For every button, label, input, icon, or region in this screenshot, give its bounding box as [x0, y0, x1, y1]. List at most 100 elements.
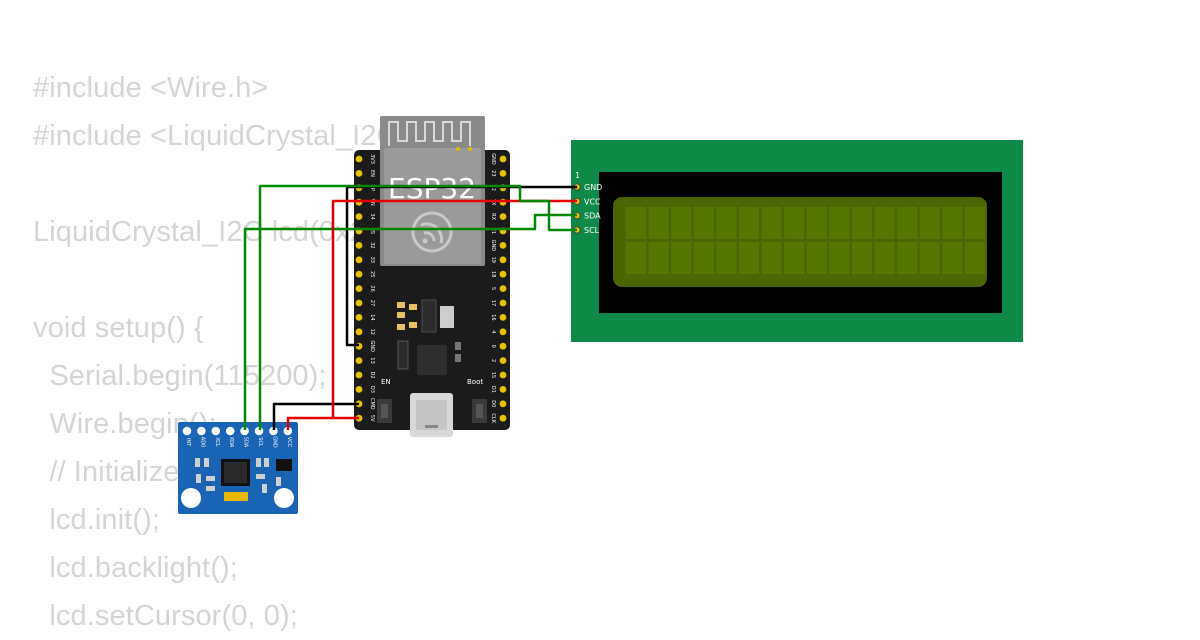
esp32-pin[interactable]	[499, 328, 507, 336]
esp32-pin-label: 17	[490, 300, 496, 306]
mpu-pin[interactable]	[211, 426, 221, 436]
mpu-pin-label: SCL	[257, 437, 263, 447]
mpu-pin[interactable]	[197, 426, 206, 436]
esp32-pin[interactable]	[499, 213, 507, 221]
esp32-pin[interactable]	[499, 270, 507, 278]
code-line: #include <Wire.h>	[33, 72, 269, 104]
esp32-pin[interactable]	[355, 386, 363, 393]
esp32-pin[interactable]	[499, 386, 507, 393]
esp32-pin[interactable]	[355, 371, 363, 379]
esp32-pin[interactable]	[355, 299, 363, 307]
esp32-pin[interactable]	[499, 371, 507, 379]
esp32-pin-label: 13	[369, 357, 375, 363]
esp32-pin[interactable]	[499, 299, 507, 307]
esp32-pin[interactable]	[355, 256, 363, 264]
esp32-pin[interactable]	[499, 342, 507, 350]
esp32-shield-can	[384, 148, 481, 264]
esp32-devkit-board[interactable]: ESP32 EN Boot	[354, 116, 510, 437]
lcd-char-cell	[919, 242, 940, 274]
esp32-pin-label: CLK	[490, 413, 496, 423]
esp32-pin-label: 14	[369, 314, 375, 320]
lcd-char-cell	[942, 242, 963, 274]
esp32-pin[interactable]	[499, 242, 507, 249]
esp32-pin[interactable]	[355, 213, 363, 221]
micro-usb-port[interactable]	[410, 393, 453, 437]
esp32-pin-label: EN	[369, 170, 375, 177]
wire-gnd-mpu-esp	[272, 402, 359, 430]
lcd-char-cell	[852, 242, 872, 274]
esp32-pin-label: 34	[369, 213, 375, 219]
lcd-character-grid	[626, 207, 985, 274]
lcd-pin-label: SCL	[584, 226, 600, 235]
esp32-pin-label: 21	[490, 228, 496, 234]
lcd-pin-label: SDA	[584, 212, 601, 221]
antenna-trace-icon	[388, 121, 471, 146]
esp32-pin[interactable]	[499, 314, 507, 321]
esp32-pin[interactable]	[355, 155, 363, 163]
lcd-char-cell	[739, 207, 759, 239]
esp32-pin[interactable]	[499, 400, 507, 408]
mpu-pin[interactable]	[225, 426, 235, 436]
esp32-pin[interactable]	[355, 170, 363, 177]
lcd-char-cell	[716, 207, 737, 239]
esp32-pin[interactable]	[355, 314, 363, 321]
usb-uart-chip	[417, 345, 447, 375]
lcd-char-cell	[897, 207, 918, 239]
mpu-pin[interactable]	[240, 426, 249, 436]
esp32-pin-label: 32	[369, 242, 375, 248]
lcd-char-cell	[806, 242, 827, 274]
lcd-pin-label: VCC	[584, 197, 601, 206]
esp32-pin[interactable]	[355, 242, 363, 249]
code-line: lcd.backlight();	[33, 552, 238, 584]
esp32-pin-label: GND	[490, 240, 496, 252]
esp32-pin[interactable]	[499, 155, 507, 163]
esp32-pin-label: 27	[369, 300, 375, 306]
esp32-pin-label: 5V	[369, 415, 375, 422]
mpu-mount-hole-left	[181, 488, 201, 508]
esp32-pin[interactable]	[355, 357, 363, 364]
boot-button[interactable]	[472, 399, 487, 423]
esp32-pin-label: 15	[490, 372, 496, 378]
mpu-pin-label: XCL	[214, 437, 220, 447]
esp32-pin-label: 12	[369, 329, 375, 335]
esp32-pin-label: 4	[490, 330, 496, 333]
code-line: lcd.init();	[33, 504, 160, 536]
esp32-chip-label: ESP32	[388, 172, 476, 205]
lcd-char-cell	[648, 242, 669, 274]
mpu-pin[interactable]	[283, 426, 293, 436]
esp32-pin[interactable]	[355, 285, 363, 292]
esp32-pin[interactable]	[499, 285, 507, 292]
esp32-pin[interactable]	[499, 357, 507, 364]
lcd-char-cell	[829, 207, 850, 239]
esp32-pin[interactable]	[355, 270, 363, 278]
en-button[interactable]	[377, 399, 392, 423]
lcd-char-cell	[874, 242, 895, 274]
esp32-pin-label: VN	[369, 199, 375, 206]
esp32-pin-label: D1	[490, 386, 496, 393]
esp32-pin[interactable]	[499, 414, 507, 422]
esp32-pin-label: 26	[369, 285, 375, 291]
mpu-pin-label: XDA	[228, 437, 234, 448]
lcd-char-cell	[942, 207, 963, 239]
esp32-pin-label: 25	[369, 271, 375, 277]
esp32-pin-label: D3	[369, 386, 375, 393]
mpu-pin[interactable]	[182, 426, 192, 436]
esp32-pin[interactable]	[355, 328, 363, 336]
esp32-pin[interactable]	[499, 170, 507, 177]
mpu-pin-label: SDA	[243, 437, 249, 448]
lcd-char-cell	[852, 207, 872, 239]
wire-scl-lcd-mpu	[258, 184, 577, 430]
mpu-pin[interactable]	[269, 426, 278, 436]
esp32-pin[interactable]	[499, 256, 507, 264]
wires	[243, 184, 577, 430]
espressif-logo-icon	[411, 211, 453, 253]
lcd-char-cell	[761, 242, 782, 274]
esp32-pin-label: 5	[490, 287, 496, 290]
lcd-char-cell	[919, 207, 940, 239]
esp32-pin-label: 19	[490, 257, 496, 263]
mpu-pin-label: GND	[271, 436, 277, 448]
lcd-char-cell	[716, 242, 737, 274]
esp32-pin-label: CMD	[369, 398, 375, 410]
